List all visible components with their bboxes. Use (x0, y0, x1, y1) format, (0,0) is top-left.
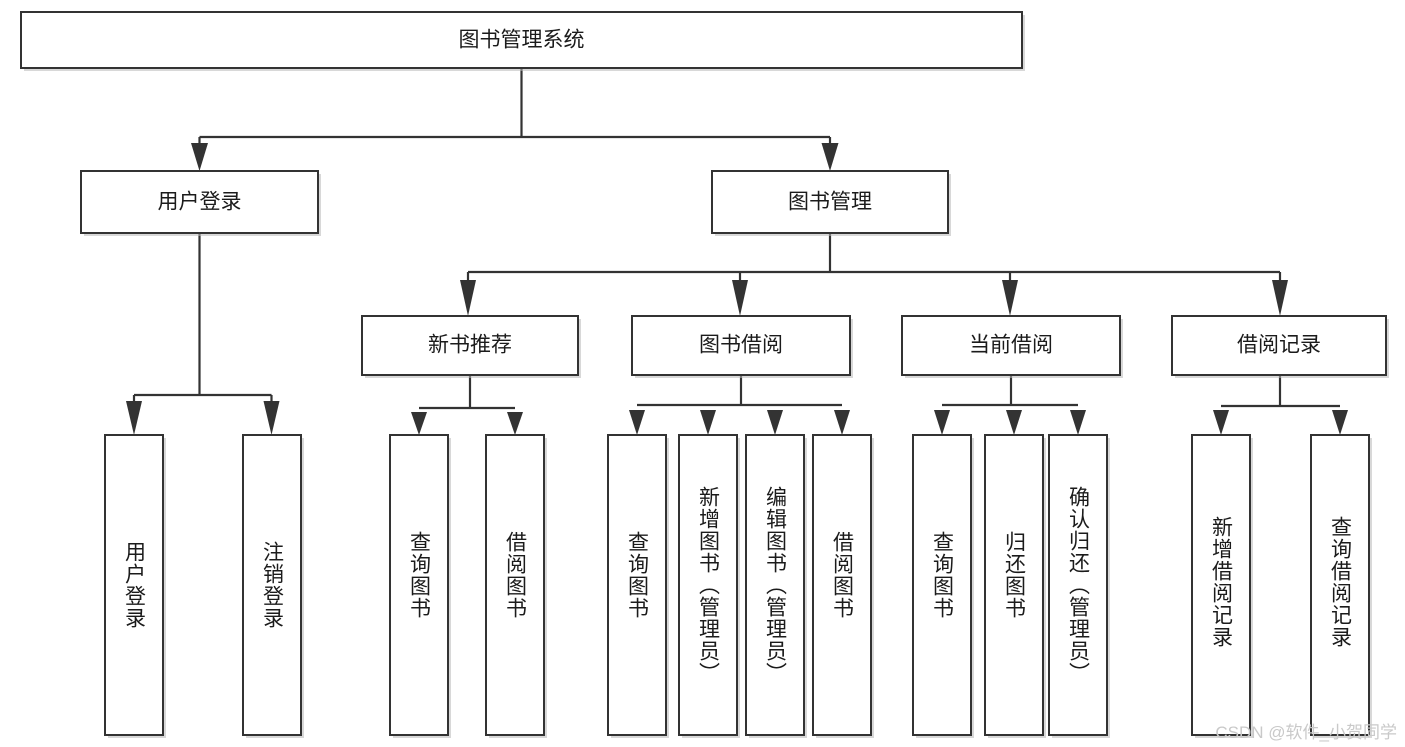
leaf-user-login[interactable]: 用户登录 (104, 434, 166, 738)
leaf-borrow-book-2[interactable]: 借阅图书 (812, 434, 874, 738)
leaf-borrow-book-2-label: 借阅图书 (831, 531, 855, 619)
leaf-user-login-label: 用户登录 (123, 541, 147, 629)
node-user-login-label: 用户登录 (158, 191, 242, 214)
leaf-query-book-1[interactable]: 查询图书 (389, 434, 451, 738)
leaf-borrow-book-1-label: 借阅图书 (504, 531, 528, 619)
node-current-borrow-box (901, 315, 1121, 376)
arrow-head-user-login (191, 143, 208, 171)
node-user-login-box (80, 170, 319, 234)
leaf-add-borrow-record-label: 新增借阅记录 (1210, 516, 1234, 648)
node-borrow-record-box (1171, 315, 1387, 376)
leaf-return-book-box (984, 434, 1044, 736)
arrow-head-borrow-record (1272, 280, 1288, 316)
node-borrow-record-label: 借阅记录 (1237, 334, 1321, 357)
leaf-borrow-book-1-box (485, 434, 545, 736)
leaf-query-book-2-label: 查询图书 (626, 531, 650, 619)
node-book-manage[interactable]: 图书管理 (711, 170, 951, 236)
leaf-add-book-admin[interactable]: 新增图书（管理员） (678, 434, 740, 738)
node-borrow-record[interactable]: 借阅记录 (1171, 315, 1389, 378)
node-current-borrow[interactable]: 当前借阅 (901, 315, 1123, 378)
arrow-head-leaf-user-login (126, 401, 142, 435)
arrow-head-leaf-borrow-book-2 (834, 410, 850, 435)
arrow-head-new-book-recommend (460, 280, 476, 316)
arrow-head-leaf-return-book (1006, 410, 1022, 435)
leaf-confirm-return-admin[interactable]: 确认归还（管理员） (1048, 434, 1110, 738)
node-book-manage-box (711, 170, 949, 234)
leaf-query-book-3-label: 查询图书 (931, 531, 955, 619)
arrow-head-book-manage (821, 143, 839, 171)
leaf-query-book-3[interactable]: 查询图书 (912, 434, 974, 738)
leaf-query-book-1-box (389, 434, 449, 736)
node-root-label: 图书管理系统 (459, 29, 585, 52)
node-book-manage-label: 图书管理 (788, 191, 872, 214)
connector-layer (126, 68, 1348, 435)
arrow-head-leaf-logout-login (263, 401, 280, 435)
leaf-confirm-return-admin-box (1048, 434, 1108, 736)
node-new-book-recommend-label: 新书推荐 (428, 334, 512, 357)
leaf-add-borrow-record[interactable]: 新增借阅记录 (1191, 434, 1253, 738)
leaf-query-borrow-record[interactable]: 查询借阅记录 (1310, 434, 1372, 738)
arrow-head-leaf-add-borrow-record (1213, 410, 1229, 435)
leaf-query-book-1-label: 查询图书 (408, 531, 432, 619)
node-new-book-recommend-box (361, 315, 579, 376)
arrow-head-leaf-query-book-3 (934, 410, 950, 435)
arrow-head-book-borrow (732, 280, 748, 316)
arrow-head-leaf-confirm-return-admin (1070, 410, 1086, 435)
node-book-borrow-label: 图书借阅 (699, 334, 783, 357)
leaf-query-book-2-box (607, 434, 667, 736)
arrow-head-leaf-query-borrow-record (1332, 410, 1348, 435)
leaf-edit-book-admin-label: 编辑图书（管理员） (764, 486, 788, 684)
arrow-head-leaf-query-book-1 (411, 412, 427, 435)
node-user-login[interactable]: 用户登录 (80, 170, 321, 236)
leaf-query-book-2[interactable]: 查询图书 (607, 434, 669, 738)
node-book-borrow[interactable]: 图书借阅 (631, 315, 853, 378)
node-current-borrow-label: 当前借阅 (969, 334, 1053, 357)
arrow-head-leaf-borrow-book-1 (507, 412, 523, 435)
leaf-return-book-label: 归还图书 (1003, 531, 1027, 619)
leaf-borrow-book-1[interactable]: 借阅图书 (485, 434, 547, 738)
leaf-query-borrow-record-label: 查询借阅记录 (1329, 516, 1353, 648)
leaf-add-book-admin-box (678, 434, 738, 736)
node-root[interactable]: 图书管理系统 (20, 11, 1025, 71)
arrow-head-leaf-add-book-admin (700, 410, 716, 435)
leaf-query-borrow-record-box (1310, 434, 1370, 736)
arrow-head-leaf-query-book-2 (629, 410, 645, 435)
leaf-add-borrow-record-box (1191, 434, 1251, 736)
leaf-edit-book-admin[interactable]: 编辑图书（管理员） (745, 434, 807, 738)
leaf-query-book-3-box (912, 434, 972, 736)
leaf-edit-book-admin-box (745, 434, 805, 736)
leaf-logout-login-label: 注销登录 (261, 541, 285, 629)
leaf-add-book-admin-label: 新增图书（管理员） (697, 486, 721, 684)
arrow-head-current-borrow (1002, 280, 1018, 316)
node-book-borrow-box (631, 315, 851, 376)
leaf-borrow-book-2-box (812, 434, 872, 736)
csdn-watermark: CSDN @软件_小贺同学 (1215, 723, 1397, 742)
leaf-logout-login[interactable]: 注销登录 (242, 434, 304, 738)
leaf-return-book[interactable]: 归还图书 (984, 434, 1046, 738)
node-root-box (20, 11, 1023, 69)
leaf-confirm-return-admin-label: 确认归还（管理员） (1067, 486, 1091, 684)
leaf-logout-login-box (242, 434, 302, 736)
arrow-head-leaf-edit-book-admin (767, 410, 783, 435)
leaf-user-login-box (104, 434, 164, 736)
node-new-book-recommend[interactable]: 新书推荐 (361, 315, 581, 378)
